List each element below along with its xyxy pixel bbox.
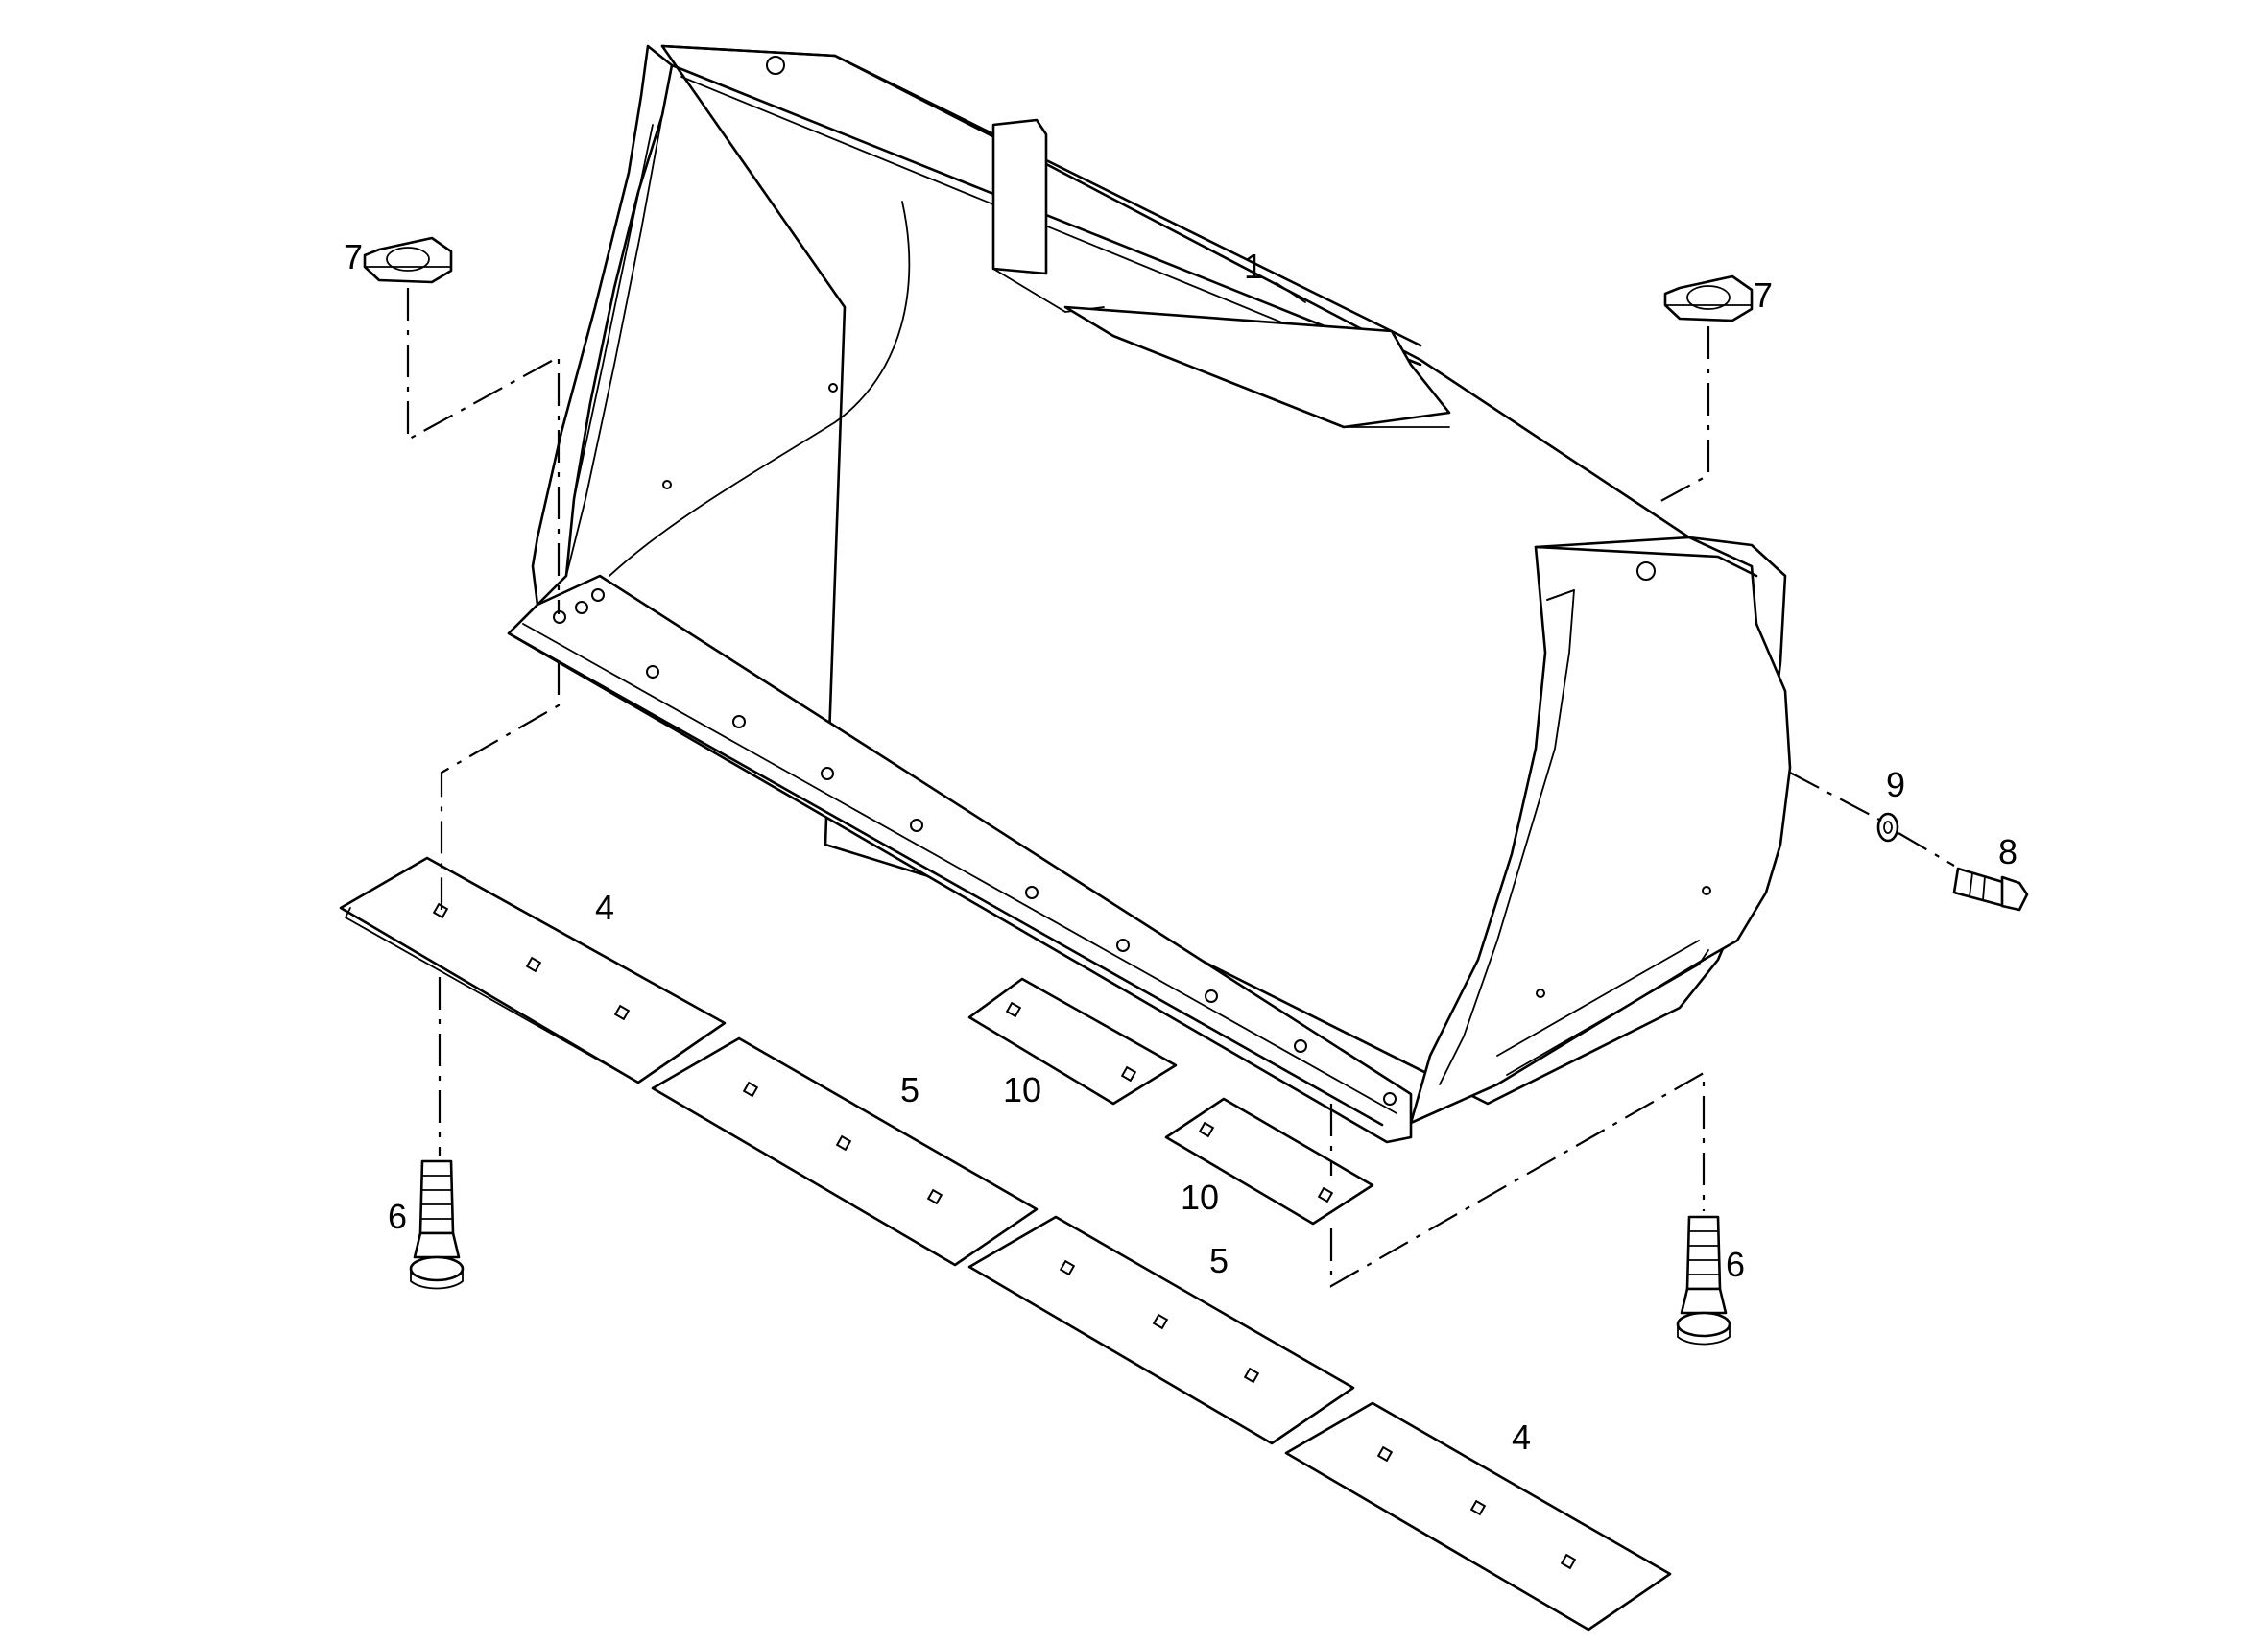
callout-7-right: 7 [1754, 275, 1773, 315]
assembly-lines [406, 288, 1955, 1288]
plow-bolt-left [409, 1159, 465, 1290]
callout-9: 9 [1886, 765, 1905, 804]
cutting-edge-left [339, 856, 727, 1084]
callout-4-left: 4 [595, 888, 614, 927]
callout-5-left: 5 [900, 1070, 919, 1109]
callout-6-left: 6 [388, 1197, 407, 1236]
cutting-edge-mid-left [651, 1036, 1039, 1267]
callout-4-right: 4 [1512, 1418, 1531, 1457]
plate-upper [967, 977, 1178, 1106]
callout-8: 8 [1998, 832, 2017, 871]
callout-5-right: 5 [1209, 1241, 1229, 1280]
leader-lines [1276, 282, 1306, 303]
plow-bolt-right [1676, 1215, 1731, 1346]
washer [1876, 812, 1899, 843]
callout-1: 1 [1244, 247, 1263, 286]
cutting-edge-right [1284, 1401, 1672, 1632]
callout-10-lower: 10 [1181, 1178, 1219, 1217]
nut-right [1663, 274, 1754, 322]
callout-6-right: 6 [1726, 1245, 1745, 1284]
cutting-edge-mid-right [967, 1215, 1355, 1445]
nut-left [363, 236, 453, 284]
bucket [507, 44, 1792, 1144]
callout-10-upper: 10 [1003, 1070, 1041, 1109]
callout-7-left: 7 [344, 237, 363, 276]
hex-screw [1952, 867, 2029, 912]
plate-lower [1164, 1097, 1374, 1226]
